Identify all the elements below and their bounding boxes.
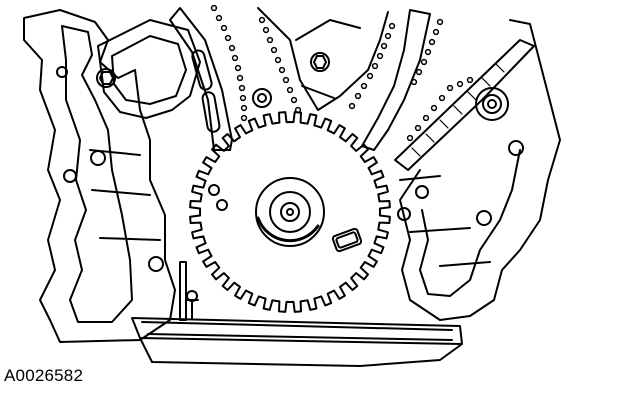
figure-id-label: A0026582 (4, 366, 84, 385)
engine-block-left-inner (61, 25, 133, 323)
block-boss-4 (56, 66, 68, 78)
sprocket-hub-arc (256, 216, 320, 243)
pan-bolt-left-shaft (185, 299, 199, 319)
sprocket-dot-1 (208, 184, 220, 196)
crank-key-inner (335, 231, 359, 249)
crank-bolt (280, 202, 300, 222)
engine-block-right-inner (419, 149, 521, 297)
tensioner-arm-hatch (411, 63, 505, 157)
block-right-boss-2 (476, 210, 492, 226)
head-cover-left-inner (111, 35, 187, 105)
timing-chain-center (258, 16, 396, 114)
block-right-bolt (415, 185, 429, 199)
valley-hole-inner (257, 93, 267, 103)
valley-bolt (310, 52, 330, 72)
head-bolt-left (96, 68, 116, 88)
oil-pan-rail-inner (141, 321, 453, 341)
crankshaft-sprocket (189, 111, 391, 313)
valley-rib (295, 19, 361, 99)
oil-pan-lower (139, 337, 463, 367)
block-boss-3 (148, 256, 164, 272)
block-right-ribs (399, 175, 491, 267)
valley-cover (257, 7, 389, 111)
guide-slot-left-2 (201, 91, 221, 133)
valley-hole (252, 88, 272, 108)
head-cover-left (97, 19, 201, 119)
tensioner-pulley-inner (482, 94, 502, 114)
dowel-left (179, 261, 187, 321)
block-boss-2 (63, 169, 77, 183)
block-boss-1 (90, 150, 106, 166)
chain-guide-right (361, 9, 431, 151)
timing-chain-left (210, 4, 248, 122)
engine-block-left-outline (23, 9, 176, 343)
valley-bolt-hex (313, 55, 327, 69)
guide-slot-left (191, 49, 213, 91)
crank-key (331, 227, 363, 253)
sprocket-dot-2 (216, 199, 228, 211)
block-right-boss-1 (508, 140, 524, 156)
sprocket-teeth (189, 111, 391, 313)
sprocket-hub-inner (269, 191, 311, 233)
crank-bolt-center (286, 208, 294, 216)
engine-block-right-outline (399, 19, 561, 321)
tensioner-pulley-hub (487, 99, 497, 109)
head-bolt-left-hex (99, 71, 114, 85)
sprocket-hub-outer (255, 177, 325, 247)
timing-chain-right (406, 18, 474, 142)
tensioner-pulley (475, 87, 509, 121)
tensioner-arm (394, 39, 535, 171)
block-right-boss-3 (397, 207, 411, 221)
